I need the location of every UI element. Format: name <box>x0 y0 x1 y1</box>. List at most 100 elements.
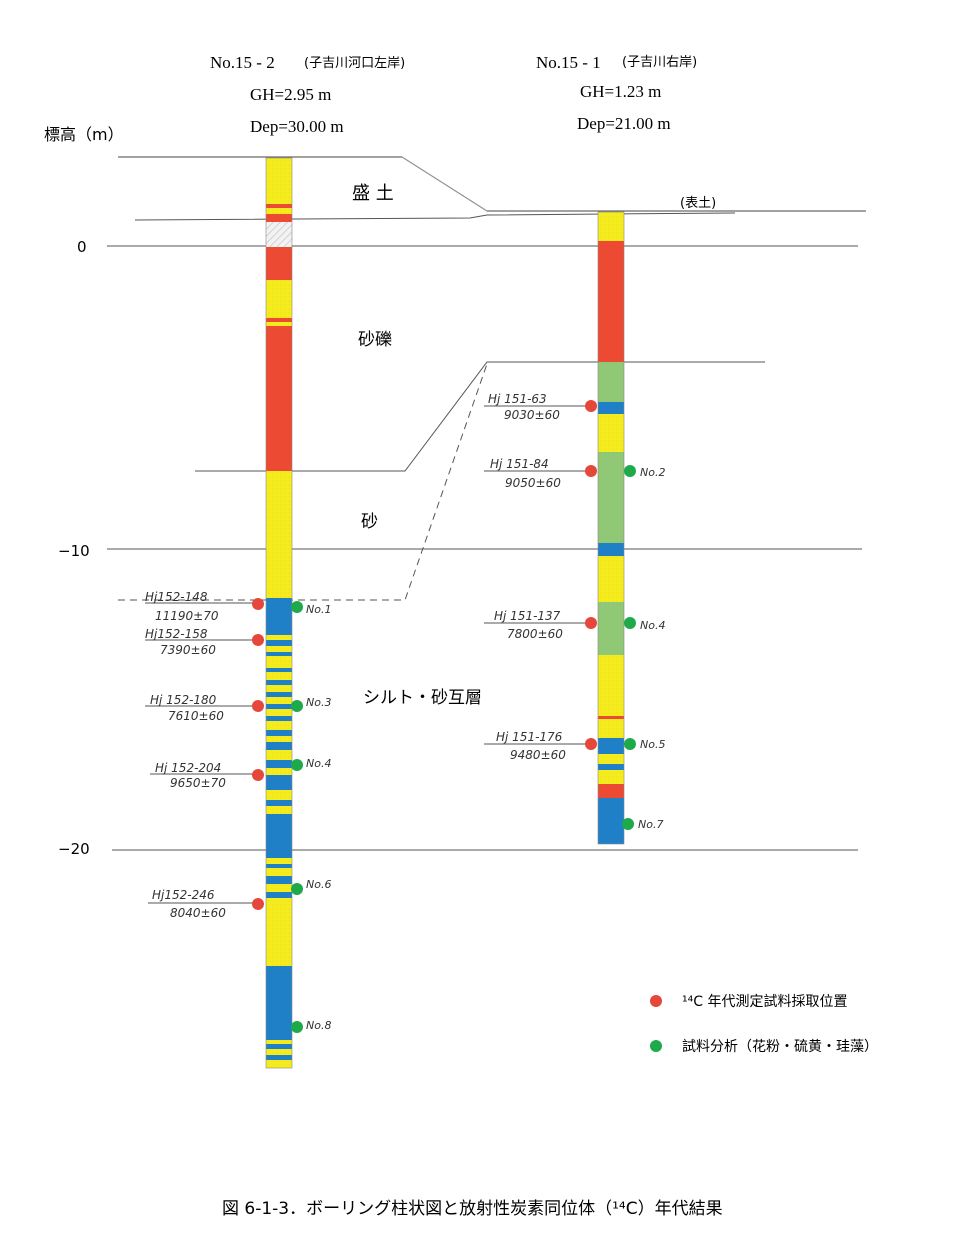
left-column-segment <box>266 704 292 709</box>
left-sample-4-age: 9650±70 <box>170 776 226 790</box>
green-dot-right-7 <box>622 818 634 830</box>
right-analysis-no2: No.2 <box>640 466 665 479</box>
red-dot-left-3 <box>252 700 264 712</box>
red-dot-right-2 <box>585 465 597 477</box>
left-column-texture <box>266 709 292 716</box>
right-column-texture <box>598 362 624 402</box>
right-sample-2-id: Hj 151-84 <box>490 457 549 471</box>
right-column-texture <box>598 452 624 543</box>
left-analysis-no1: No.1 <box>306 603 331 616</box>
right-column-texture <box>598 770 624 784</box>
left-column-texture <box>266 750 292 760</box>
left-sample-labels: Hj152-148 11190±70 Hj152-158 7390±60 Hj … <box>145 590 253 920</box>
left-sample-2-age: 7390±60 <box>160 643 216 657</box>
left-borehole-title: No.15 - 2 <box>210 53 275 72</box>
green-dot-right-2 <box>624 465 636 477</box>
green-dot-left-8 <box>291 1021 303 1033</box>
right-borehole-gh: GH=1.23 m <box>580 82 661 101</box>
left-sample-5-age: 8040±60 <box>170 906 226 920</box>
left-column-texture <box>266 685 292 692</box>
legend: ¹⁴C 年代測定試料採取位置 試料分析（花粉・硫黄・珪藻） <box>650 994 878 1055</box>
right-column-segment <box>598 402 624 414</box>
left-column-texture <box>266 697 292 704</box>
red-dot-left-1 <box>252 598 264 610</box>
layer-label-sand: 砂 <box>361 512 378 532</box>
left-column-segment <box>266 892 292 898</box>
left-column-segment <box>266 222 292 247</box>
right-column-segment <box>598 784 624 798</box>
right-column-segment <box>598 738 624 754</box>
right-sample-4-id: Hj 151-176 <box>496 730 563 744</box>
left-column-segment <box>266 864 292 868</box>
right-column-segment <box>598 798 624 844</box>
right-column-segment <box>598 543 624 556</box>
right-column-texture <box>598 719 624 738</box>
green-dot-right-4 <box>624 617 636 629</box>
red-dot-right-3 <box>585 617 597 629</box>
left-column-segment <box>266 760 292 768</box>
left-sample-5-id: Hj152-246 <box>152 888 215 902</box>
left-column-segment <box>266 204 292 208</box>
left-column-texture <box>266 672 292 680</box>
left-column-texture <box>266 1060 292 1068</box>
left-analysis-no3: No.3 <box>306 696 331 709</box>
right-sample-2-age: 9050±60 <box>505 476 561 490</box>
left-column-segment <box>266 1055 292 1060</box>
left-borehole-column <box>265 157 293 1069</box>
red-dot-right-1 <box>585 400 597 412</box>
left-red-dots <box>252 598 264 910</box>
left-analysis-labels: No.1 No.3 No.4 No.6 No.8 <box>306 603 331 1032</box>
legend-green-label: 試料分析（花粉・硫黄・珪藻） <box>682 1038 878 1055</box>
figure-caption: 図 6-1-3．ボーリング柱状図と放射性炭素同位体（¹⁴C）年代結果 <box>222 1199 723 1219</box>
right-analysis-no7: No.7 <box>638 818 663 831</box>
gravel-base-line <box>195 361 765 472</box>
layer-label-silt-sand: シルト・砂互層 <box>363 688 482 708</box>
left-analysis-no6: No.6 <box>306 878 331 891</box>
left-column-segment <box>266 742 292 750</box>
right-borehole-header: No.15 - 1 (子吉川右岸) GH=1.23 m Dep=21.00 m <box>536 53 697 133</box>
left-column-segment <box>266 814 292 858</box>
left-column-texture <box>266 208 292 214</box>
green-dot-left-1 <box>291 601 303 613</box>
right-column-segment <box>598 716 624 719</box>
right-analysis-labels: No.2 No.4 No.5 No.7 <box>638 466 665 831</box>
left-column-texture <box>266 768 292 775</box>
left-column-segment <box>266 680 292 685</box>
sand-base-dashed-line <box>118 363 488 601</box>
left-column-texture <box>266 806 292 814</box>
legend-red-label: ¹⁴C 年代測定試料採取位置 <box>682 994 847 1010</box>
elevation-tick-minus10: −10 <box>58 542 90 560</box>
legend-red-dot <box>650 995 662 1007</box>
left-column-segment <box>266 775 292 790</box>
right-sample-3-id: Hj 151-137 <box>494 609 561 623</box>
right-borehole-title: No.15 - 1 <box>536 53 601 72</box>
left-column-segment <box>266 716 292 721</box>
left-analysis-no4: No.4 <box>306 757 331 770</box>
right-column-texture <box>598 655 624 716</box>
right-sample-labels: Hj 151-63 9030±60 Hj 151-84 9050±60 Hj 1… <box>484 392 585 762</box>
left-column-texture <box>266 858 292 864</box>
left-column-segment <box>266 730 292 736</box>
left-column-outline <box>265 157 293 1069</box>
left-column-texture <box>266 898 292 966</box>
right-sample-3-age: 7800±60 <box>507 627 563 641</box>
right-column-outline <box>597 211 625 845</box>
left-column-segment <box>266 318 292 322</box>
left-column-texture <box>266 868 292 876</box>
left-sample-3-id: Hj 152-180 <box>150 693 217 707</box>
left-column-segment <box>266 966 292 1040</box>
legend-green-dot <box>650 1040 662 1052</box>
right-column-texture <box>598 754 624 764</box>
left-column-texture <box>266 790 292 800</box>
right-borehole-note: (子吉川右岸) <box>622 55 697 70</box>
left-column-segment <box>266 1044 292 1049</box>
right-green-dots <box>622 465 636 830</box>
right-column-texture <box>598 212 624 241</box>
left-column-texture <box>266 1040 292 1044</box>
right-column-segment <box>598 241 624 362</box>
fill-base-line <box>134 212 736 221</box>
left-borehole-gh: GH=2.95 m <box>250 85 331 104</box>
left-column-texture <box>266 721 292 730</box>
left-column-segment <box>266 876 292 884</box>
left-column-segment <box>266 668 292 672</box>
